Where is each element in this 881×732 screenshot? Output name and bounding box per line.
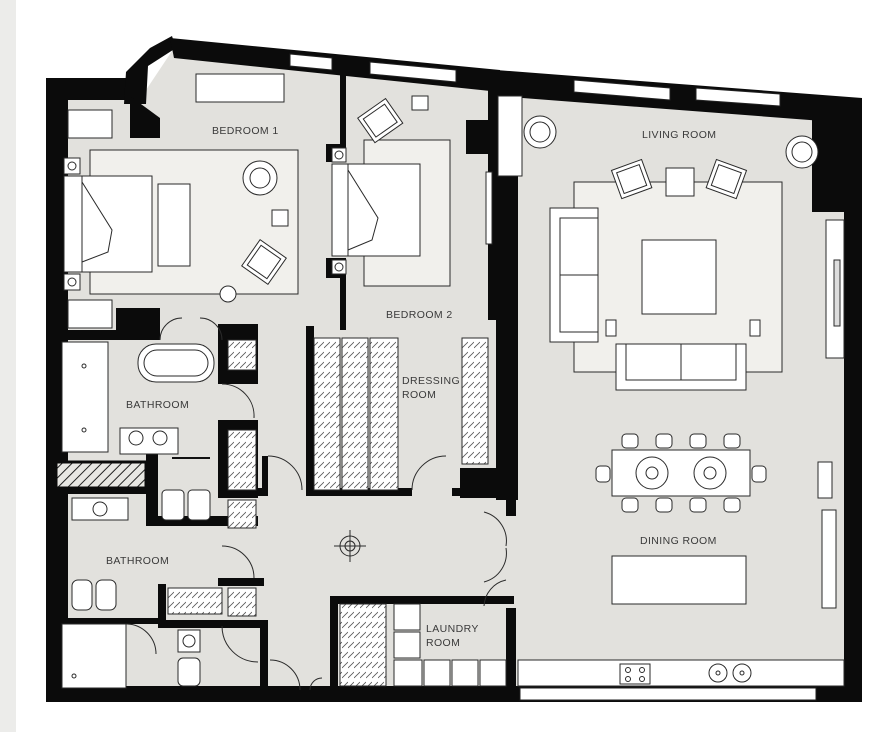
bedroom-1-furniture [63,73,299,329]
lower-bathroom-fixtures [61,497,223,689]
radiator [167,587,223,615]
lamp [219,285,237,303]
coffee-table [641,239,717,315]
windows [289,53,817,701]
toilet-icon [161,489,211,521]
armchair-icon [705,158,748,200]
bidet-icon [71,579,117,611]
side-table [665,167,695,197]
dining-room-furniture [517,433,845,687]
cabinet [497,95,523,177]
bed-icon [63,175,153,273]
armchair-icon [785,135,819,169]
cooktop-icon [619,663,651,685]
bathtub-icon [137,343,215,383]
dining-chairs [595,433,767,513]
bench-top [67,109,113,139]
sideboard [821,509,837,609]
label-living-room: LIVING ROOM [642,129,716,141]
label-laundry-room-1: LAUNDRY [426,623,479,635]
wardrobe-icon [227,337,489,687]
armchair-icon [242,160,278,196]
sink-icon [708,663,752,683]
armchair-icon [241,239,287,285]
armchair-icon [610,158,653,200]
bench-bottom [67,299,113,329]
floor-drain-icon [334,530,366,562]
label-dressing-room-2: ROOM [402,389,436,401]
sideboard [817,461,833,499]
sink-icon [71,497,129,521]
wall-mirror [485,171,493,245]
dresser [195,73,285,103]
label-laundry-room-2: ROOM [426,637,460,649]
room-labels: BEDROOM 1 BEDROOM 2 LIVING ROOM DRESSING… [106,125,717,649]
living-room-furniture [497,95,845,391]
label-bedroom-1: BEDROOM 1 [212,125,279,137]
label-bedroom-2: BEDROOM 2 [386,309,453,321]
side-table [411,95,429,111]
dining-table-icon [611,449,751,497]
side-margin-strip [0,0,16,732]
toilet-icon [177,657,201,687]
kitchen-island [611,555,747,605]
sofa-icon [615,343,747,391]
bench [157,183,191,267]
label-dining-room: DINING ROOM [640,535,717,547]
bed-icon [331,163,421,257]
laundry-fixtures [393,603,507,687]
side-table [271,209,289,227]
sink-icon [119,427,179,455]
sink-icon [177,629,201,653]
shower-icon [61,623,127,689]
kitchen-counter [517,659,845,687]
label-bathroom-lower: BATHROOM [106,555,169,567]
label-dressing-room-1: DRESSING [402,375,460,387]
label-bathroom-upper: BATHROOM [126,399,189,411]
armchair-icon [357,97,404,144]
sofa-icon [549,207,599,343]
shower-enclosure [61,341,109,453]
upper-bathroom-fixtures [61,341,215,521]
door-swing-icon [125,317,507,691]
bedroom-2-furniture [331,95,493,287]
armchair-icon [523,115,557,149]
